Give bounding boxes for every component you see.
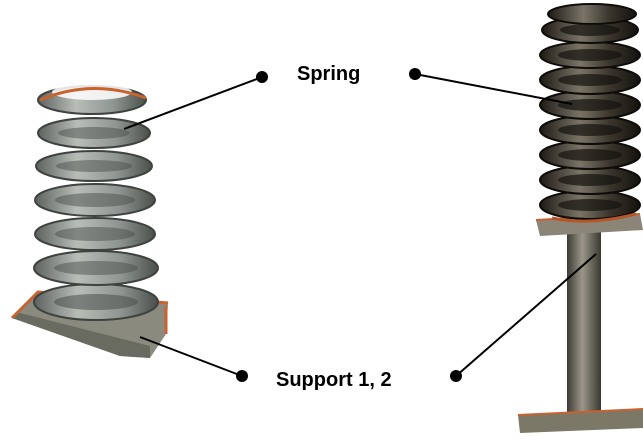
spring-callout-dot-left <box>256 71 268 83</box>
support-label: Support 1, 2 <box>276 369 392 391</box>
support-callout-line-right <box>455 253 597 377</box>
support-callout-dot-left <box>236 370 248 382</box>
support-callout-line-left <box>139 336 243 377</box>
right-spring-assembly <box>517 3 643 433</box>
right-foot-rust-edge <box>517 408 643 416</box>
right-spring-coils <box>539 3 641 223</box>
left-base-plate-shade <box>12 312 150 358</box>
support-callout-dot-right <box>450 370 462 382</box>
spring-callout-line-left <box>123 76 263 130</box>
right-support-column <box>567 228 601 416</box>
left-spring-assembly <box>10 84 169 358</box>
right-foot-plate <box>518 409 643 433</box>
callouts <box>123 68 597 382</box>
spring-callout-dot-right <box>409 68 421 80</box>
spring-label: Spring <box>297 63 361 85</box>
left-spring-coils <box>33 84 159 321</box>
spring-callout-line-right <box>414 73 573 105</box>
